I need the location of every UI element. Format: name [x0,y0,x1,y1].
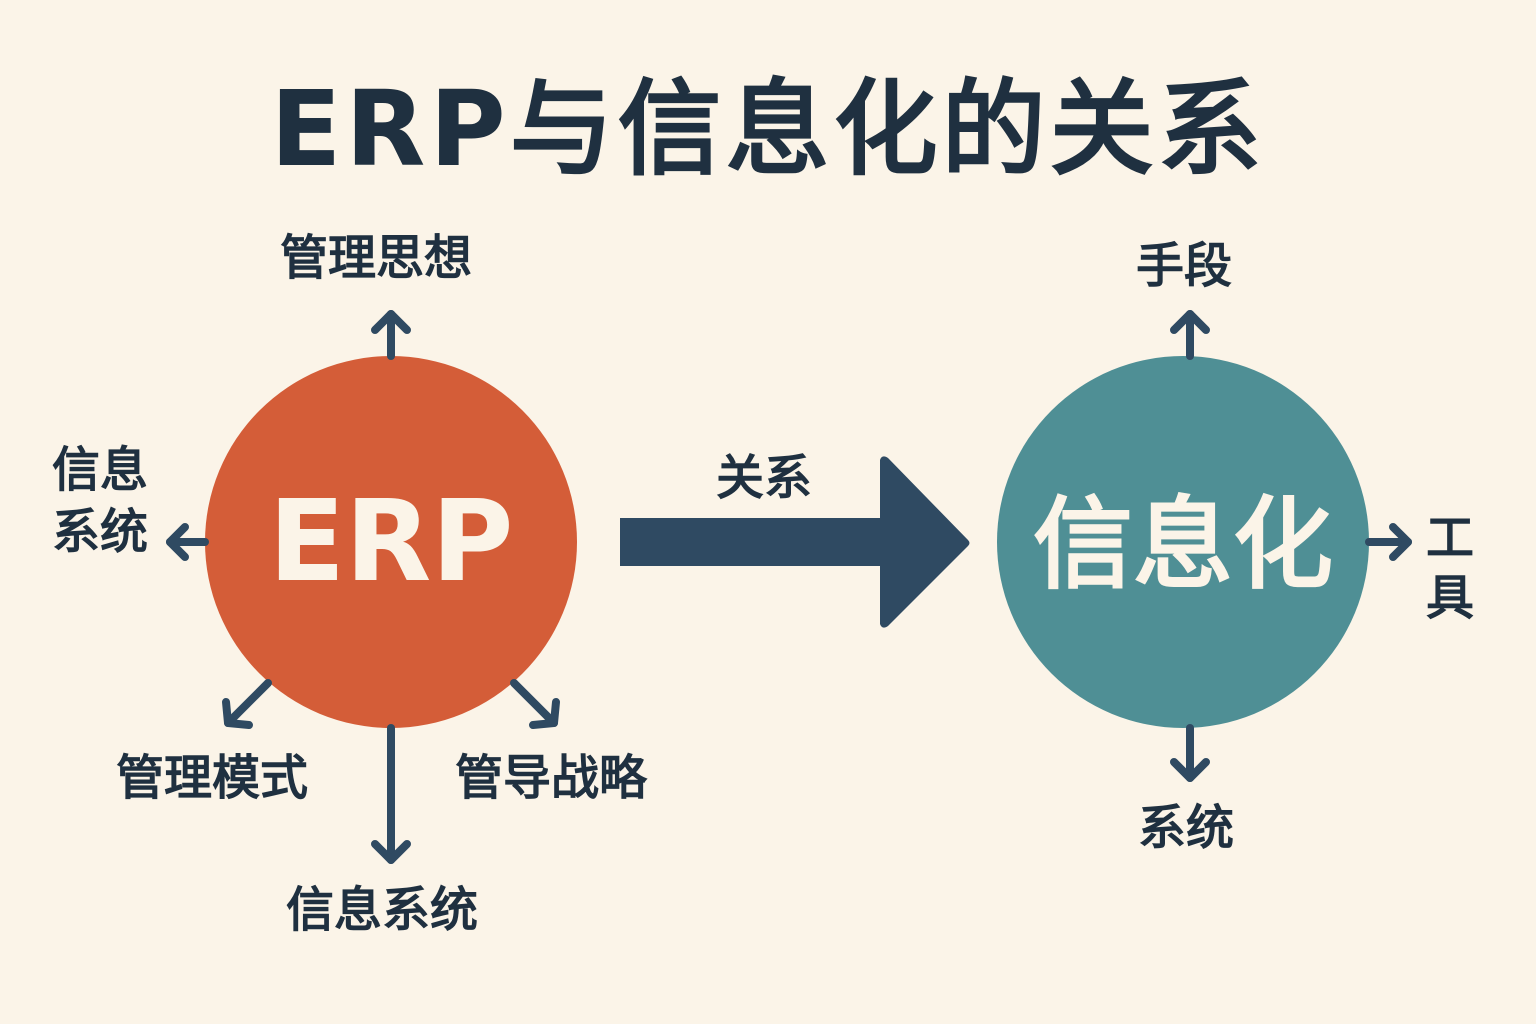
erp-arrow-top [371,310,411,360]
erp-arrow-bottom-right [510,679,560,729]
info-branch-top: 手段 [1136,238,1233,294]
info-arrow-top [1170,310,1210,360]
erp-arrow-bottom [371,724,411,864]
info-branch-right-line2: 具 [1426,570,1475,626]
info-branch-bottom: 系统 [1138,800,1235,856]
diagram-title: ERP与信息化的关系 [270,68,1266,190]
info-branch-right-line1: 工 [1426,510,1475,566]
relation-arrow-icon [620,456,970,628]
relation-label: 关系 [716,450,813,506]
info-circle [997,356,1369,728]
erp-circle [205,356,577,728]
info-arrow-right [1365,523,1412,561]
erp-branch-left-line1: 信息 [52,442,149,498]
erp-branch-bottom-right: 管导战略 [455,750,648,806]
erp-arrow-left [166,523,209,561]
info-arrow-bottom [1170,724,1210,782]
erp-arrow-bottom-left [222,679,272,729]
erp-branch-left-line2: 系统 [52,504,149,560]
info-node-label: 信息化 [1033,486,1333,603]
erp-node-label: ERP [268,477,514,607]
erp-branch-top: 管理思想 [280,230,473,286]
erp-branch-bottom: 信息系统 [286,882,479,938]
erp-branch-bottom-left: 管理模式 [116,750,309,806]
